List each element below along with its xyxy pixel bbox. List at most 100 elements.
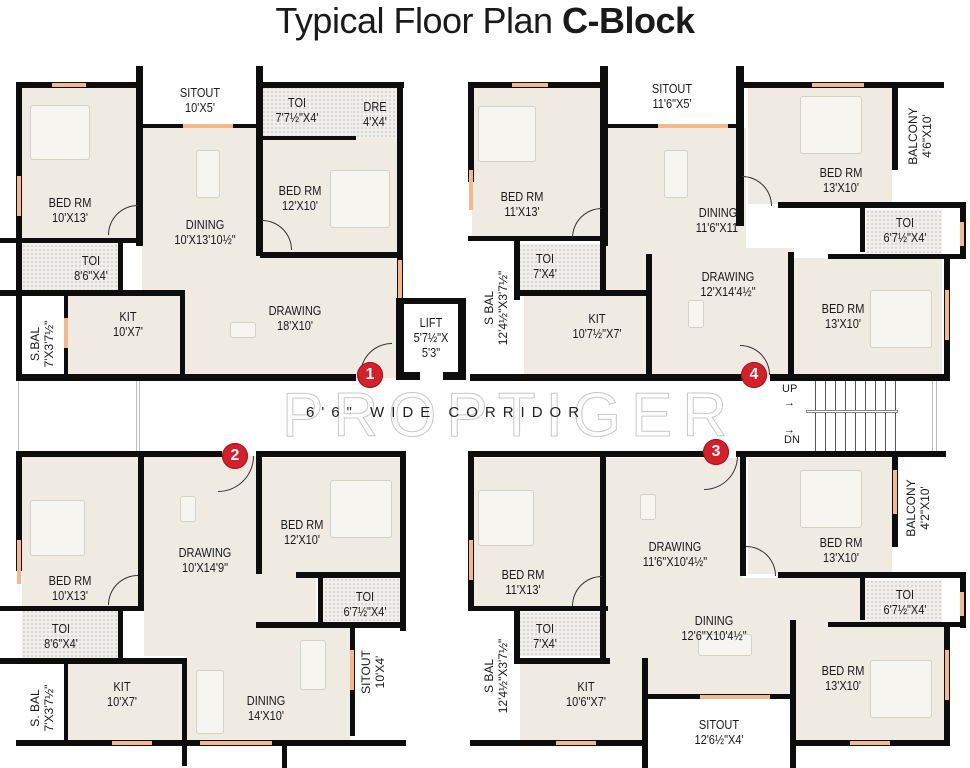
room-size: 18'X10' <box>276 319 313 333</box>
room-name: SITOUT <box>179 86 221 100</box>
room-name: KIT <box>119 310 137 324</box>
room-size: 11'X13' <box>505 583 541 597</box>
lift-name: LIFT <box>419 316 443 330</box>
bed-icon <box>800 96 862 154</box>
label-bedroom: BED RM 11'X13' <box>483 568 562 598</box>
unit-number-badge: 4 <box>741 362 767 388</box>
stairs-up-label: UP <box>782 383 798 395</box>
label-bedroom: BED RM 12'X10' <box>265 184 335 214</box>
label-balcony: BALCONY 4'6"X10' <box>906 100 934 172</box>
label-service-balcony: S BAL 12'4½"X3'7½" <box>482 628 510 724</box>
room-size: 11'X13' <box>504 205 540 219</box>
room-size: 10'X7' <box>107 695 137 709</box>
dining-table-icon <box>698 634 752 656</box>
label-drawing: DRAWING 12'X14'4½" <box>686 270 770 300</box>
room-name: TOI <box>51 622 71 636</box>
watermark: PROPTIGER <box>281 381 738 451</box>
room-size: 11'6"X11' <box>695 221 741 235</box>
label-kitchen: KIT 10'X7' <box>95 310 162 340</box>
unit2-toilet-2 <box>22 610 118 660</box>
room-name: BED RM <box>819 166 863 180</box>
room-size: 13'X10' <box>822 551 859 565</box>
room-name: DRAWING <box>178 546 232 560</box>
room-size: 6'7½"X4' <box>343 605 387 619</box>
room-size: 13'X10' <box>822 181 859 195</box>
corridor-label: 6'6" WIDE CORRIDOR <box>306 404 587 421</box>
unit3-toilet-1 <box>866 580 942 624</box>
room-size: 7'X4' <box>533 637 557 651</box>
sofa-icon <box>196 670 224 734</box>
room-size: 8'6"X4' <box>74 269 108 283</box>
label-toilet: TOI 8'6"X4' <box>34 622 89 652</box>
dining-table-icon <box>196 150 220 198</box>
label-bedroom: BED RM 13'X10' <box>805 664 881 694</box>
room-name: TOI <box>895 216 915 230</box>
room-name: KIT <box>577 680 595 694</box>
room-size: 12'4½"X3'7½" <box>496 638 510 714</box>
label-drawing: DRAWING 18'X10' <box>255 304 334 334</box>
unit-number-badge: 2 <box>222 443 248 469</box>
room-name: S. BAL <box>28 689 42 727</box>
unit3-kitchen <box>520 664 642 740</box>
room-name: BED RM <box>48 574 92 588</box>
room-name: S BAL <box>482 290 496 326</box>
label-dining: DINING 10'X13'10½" <box>157 218 254 248</box>
room-name: BED RM <box>819 536 863 550</box>
bed-icon <box>330 170 390 228</box>
unit4-balcony <box>898 86 940 198</box>
label-toilet: TOI 7'X4' <box>523 252 567 282</box>
label-lift: LIFT 5'7½"X 5'3" <box>404 316 459 361</box>
room-size: 12'X10' <box>283 533 320 547</box>
room-size: 10'X7' <box>113 325 143 339</box>
unit4-drawing <box>650 248 794 378</box>
room-size: 10'X13' <box>51 589 88 603</box>
title-bold: C-Block <box>562 0 695 41</box>
label-sitout: SITOUT 10'X5' <box>158 86 242 116</box>
label-dining: DINING 12'6"X10'4½" <box>661 614 767 644</box>
room-size: 12'4½"X3'7½" <box>496 270 510 346</box>
unit2-sitout <box>354 630 400 738</box>
label-kitchen: KIT 10'6"X7' <box>551 680 621 710</box>
label-toilet: TOI 6'7½"X4' <box>874 216 936 246</box>
room-size: 7'7½"X4' <box>275 111 319 125</box>
coffee-table-icon <box>230 322 256 338</box>
label-bedroom: BED RM 10'X13' <box>26 196 114 226</box>
unit2-drawing <box>144 456 256 656</box>
label-bedroom: BED RM 13'X10' <box>803 302 882 332</box>
unit4-sitout <box>608 66 734 128</box>
unit4-toilet-1 <box>866 210 942 256</box>
label-bedroom: BED RM 13'X10' <box>801 166 880 196</box>
room-name: BED RM <box>500 190 544 204</box>
room-name: TOI <box>355 590 375 604</box>
label-bedroom: BED RM 12'X10' <box>267 518 337 548</box>
bed-icon <box>30 105 90 160</box>
unit1-sitout <box>142 66 258 128</box>
room-size: 13'X10' <box>824 679 861 693</box>
unit3-sitout <box>652 700 790 766</box>
unit1-drawing <box>180 256 400 378</box>
label-service-balcony: S.BAL 7'X3'7½" <box>28 304 56 384</box>
room-size: 10'7½"X7' <box>572 327 622 341</box>
room-size: 12'6"X10'4½" <box>681 629 747 643</box>
label-drawing: DRAWING 11'6"X10'4½" <box>627 540 724 570</box>
label-bedroom: BED RM 11'X13' <box>485 190 559 220</box>
room-size: 11'6"X10'4½" <box>642 555 708 569</box>
bed-icon <box>330 480 392 538</box>
unit2-passage <box>256 574 316 628</box>
dining-table-icon <box>300 640 326 690</box>
label-drawing: DRAWING 10'X14'9" <box>165 546 244 576</box>
unit2-kitchen <box>66 664 182 744</box>
unit1-dressing <box>352 86 400 138</box>
dining-table-icon <box>664 150 688 198</box>
room-size: 10'X14'9" <box>181 561 229 575</box>
unit3-service-balcony <box>474 612 518 740</box>
room-name: DINING <box>698 206 738 220</box>
room-name: S.BAL <box>28 326 42 362</box>
room-name: BED RM <box>821 664 865 678</box>
label-toilet: TOI 6'7½"X4' <box>874 588 936 618</box>
room-size: 4'6"X10' <box>920 114 934 158</box>
label-bedroom: BED RM 13'X10' <box>801 536 880 566</box>
label-toilet: TOI 7'7½"X4' <box>266 96 328 126</box>
bed-icon <box>478 106 536 162</box>
